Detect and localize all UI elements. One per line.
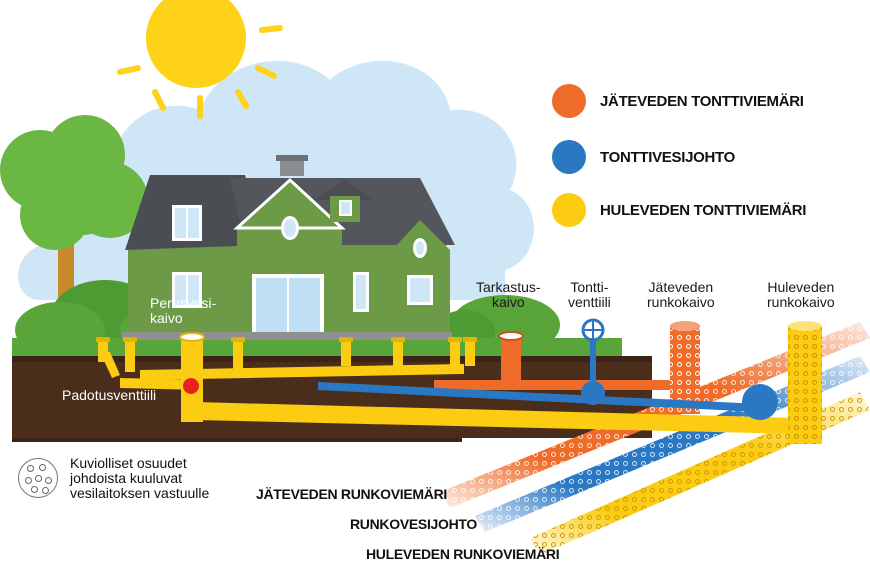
label-tonttiventtiili: Tontti- venttiili bbox=[568, 280, 611, 310]
note-line: Kuviolliset osuudet bbox=[70, 455, 187, 471]
house bbox=[122, 155, 455, 340]
label-line: Jäteveden bbox=[648, 279, 714, 295]
label-line: runkokaivo bbox=[647, 294, 715, 310]
legend-label: TONTTIVESIJOHTO bbox=[600, 148, 735, 166]
label-line: Huleveden bbox=[767, 279, 835, 295]
label-line: Tarkastus- bbox=[476, 279, 541, 295]
sun-icon bbox=[117, 0, 283, 119]
label-huleveden-runkokaivo: Huleveden runkokaivo bbox=[767, 280, 835, 310]
blue-dot-icon bbox=[552, 140, 586, 174]
backflow-valve bbox=[183, 378, 199, 394]
storm-main-well bbox=[788, 321, 822, 444]
label-perusvesikaivo: Perusvesi- kaivo bbox=[150, 296, 216, 326]
label-line: Perusvesi- bbox=[150, 295, 217, 311]
pattern-dots-icon bbox=[18, 458, 58, 498]
label-line: venttiili bbox=[568, 294, 611, 310]
label-line: Tontti- bbox=[570, 279, 609, 295]
yellow-dot-icon bbox=[552, 193, 586, 227]
legend-item-storm: HULEVEDEN TONTTIVIEMÄRI bbox=[552, 193, 806, 227]
legend-item-sewage: JÄTEVEDEN TONTTIVIEMÄRI bbox=[552, 84, 804, 118]
label-padotusventtiili: Padotusventtiili bbox=[62, 387, 157, 403]
label-line: kaivo bbox=[150, 310, 183, 326]
orange-dot-icon bbox=[552, 84, 586, 118]
label-line: runkokaivo bbox=[767, 294, 835, 310]
label-tarkastuskaivo: Tarkastus- kaivo bbox=[476, 280, 541, 310]
storm-pipes bbox=[96, 332, 800, 434]
sewage-pipes bbox=[434, 321, 700, 414]
label-line: kaivo bbox=[491, 294, 525, 310]
note-line: johdoista kuuluvat bbox=[70, 470, 183, 486]
legend-item-water: TONTTIVESIJOHTO bbox=[552, 140, 735, 174]
legend-label: HULEVEDEN TONTTIVIEMÄRI bbox=[600, 201, 807, 219]
note-line: vesilaitoksen vastuulle bbox=[70, 485, 210, 501]
main-sewer-label: JÄTEVEDEN RUNKOVIEMÄRI bbox=[256, 486, 447, 502]
main-storm-label: HULEVEDEN RUNKOVIEMÄRI bbox=[366, 546, 560, 562]
main-water-label: RUNKOVESIJOHTO bbox=[350, 516, 478, 532]
responsibility-note: Kuviolliset osuudet johdoista kuuluvat v… bbox=[70, 456, 209, 501]
water-pipes bbox=[318, 318, 778, 420]
label-jateveden-runkokaivo: Jäteveden runkokaivo bbox=[647, 280, 715, 310]
tree bbox=[0, 115, 148, 325]
legend-label: JÄTEVEDEN TONTTIVIEMÄRI bbox=[600, 92, 804, 110]
